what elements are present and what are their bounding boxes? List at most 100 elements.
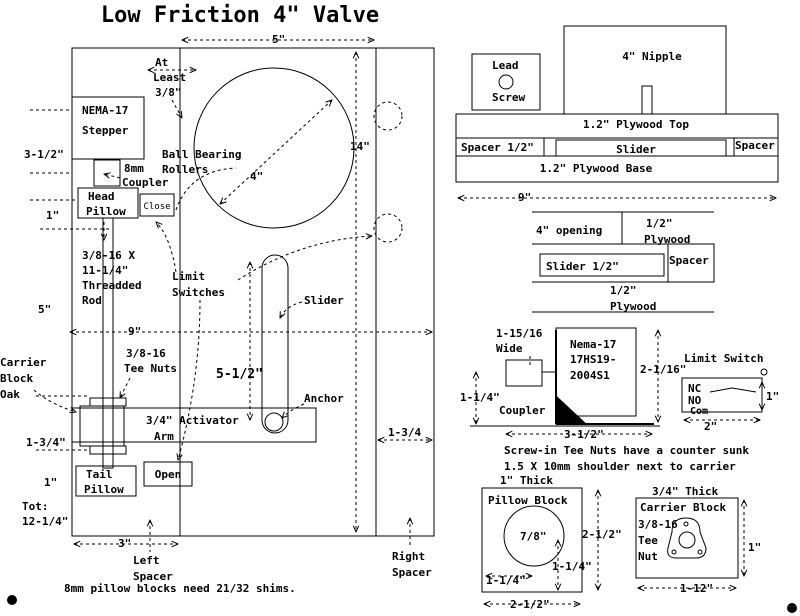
head-pillow-label: Head <box>88 190 115 203</box>
carrier-tee-nut-label-2: Tee <box>638 534 658 547</box>
corner-mark-right <box>787 603 797 613</box>
total-value: 12-1/4" <box>22 515 68 528</box>
open-switch-label: Open <box>155 468 182 481</box>
limit-leader-right <box>237 236 372 281</box>
coupler-label-2: Coupler <box>122 176 169 189</box>
slider-leader <box>280 301 303 318</box>
opening-slider <box>539 253 665 277</box>
drawing-title: Low Friction 4" Valve <box>101 3 379 28</box>
half-plywood-label: 1/2" <box>646 217 673 230</box>
motor-view: 1-15/16 Wide Nema-17 17HS19- 2004S1 2-1/… <box>460 327 686 441</box>
motor-dim-width-label: 3-1/2" <box>564 428 604 441</box>
pillow-dim-1-1-4-v-label: 1-1/4" <box>552 560 592 573</box>
coupler-label: 8mm <box>124 162 144 175</box>
limit-dim-2-label: 2" <box>704 420 717 433</box>
half-plywood-bottom-label-2: Plywood <box>610 300 656 313</box>
pillow-thick-label: 1" Thick <box>500 474 553 487</box>
dim-3-label: 3" <box>118 537 131 550</box>
rod-label: 3/8-16 X <box>82 249 135 262</box>
carrier-block-label: Carrier <box>0 356 47 369</box>
limit-nc-label: NC <box>688 382 701 395</box>
carrier-tee-nut-label-3: Nut <box>638 550 658 563</box>
at-least-label: At <box>155 56 168 69</box>
spacer-right-label: Spacer <box>735 139 775 152</box>
lead-screw-box <box>471 53 541 111</box>
pillow-dim-height-label: 2-1/2" <box>582 528 622 541</box>
tee-nuts-leader <box>120 377 131 398</box>
dim-9-label: 9" <box>128 325 141 338</box>
total-label: Tot: <box>22 500 49 513</box>
tail-pillow-label: Tail <box>86 468 113 481</box>
anchor-leader <box>282 403 305 418</box>
carrier-leader <box>33 389 76 412</box>
tee-nuts-label: 3/8-16 <box>126 347 166 360</box>
opening-slider-label: Slider 1/2" <box>546 260 619 273</box>
dim-5-1-2-label: 5-1/2" <box>216 367 263 382</box>
tail-dim-label: 1" <box>44 476 57 489</box>
tee-nut-bottom <box>89 445 127 455</box>
motor-wide-label-2: Wide <box>496 342 523 355</box>
close-switch <box>139 193 175 217</box>
dim-1-3-4-left-label: 1-3/4" <box>26 436 66 449</box>
limit-leader-up <box>156 222 177 273</box>
lead-screw-circle <box>498 74 514 90</box>
tee-nut-bore <box>678 531 696 549</box>
motor-dim-height-label: 2-1/16" <box>640 363 686 376</box>
pillow-bore-label: 7/8" <box>520 530 547 543</box>
tee-nut-note-2: 1.5 X 10mm shoulder next to carrier <box>504 460 736 473</box>
limit-switches-label: Limit <box>172 270 205 283</box>
opening-label: 4" opening <box>536 224 602 237</box>
roller-leader <box>175 167 237 211</box>
at-least-label-2: Least <box>153 71 186 84</box>
opening-view: 4" opening 1/2" Plywood Slider 1/2" Spac… <box>532 211 715 313</box>
tee-nuts-label-2: Tee Nuts <box>124 362 177 375</box>
tail-pillow-label-2: Pillow <box>84 483 124 496</box>
plywood-top <box>455 113 779 139</box>
rod-label-3: Threadded <box>82 279 142 292</box>
pillow-dim-1-1-4-label: 1-1/4" <box>486 574 526 587</box>
stepper-dim-label: 3-1/2" <box>24 148 64 161</box>
pillow-bore <box>503 505 565 567</box>
dim-1-3-4-right-label: 1-3/4 <box>388 426 421 439</box>
motor-dim-1-1-4-label: 1-1/4" <box>460 391 500 404</box>
front-view: 5" At Least 3/8" NEMA-17 Stepper 3-1/2" … <box>0 33 435 595</box>
carrier-block-label-2: Block <box>0 372 33 385</box>
carrier-block <box>79 405 125 447</box>
pillow-block-outline <box>481 487 583 593</box>
left-spacer-label-2: Spacer <box>133 570 173 583</box>
motor-label: Nema-17 <box>570 338 616 351</box>
side-dim-9-label: 9" <box>518 191 531 204</box>
anchor-label: Anchor <box>304 392 344 405</box>
left-spacer-label: Left <box>133 554 160 567</box>
tee-nut-prong-3 <box>697 549 703 555</box>
valve-frame <box>71 47 435 537</box>
right-spacer-label: Right <box>392 550 425 563</box>
rollers-label-2: Rollers <box>162 163 208 176</box>
motor-coupler-label: Coupler <box>499 404 546 417</box>
half-plywood-bottom-label: 1/2" <box>610 284 637 297</box>
rod-label-2: 11-1/4" <box>82 264 128 277</box>
limit-switch-view: Limit Switch NC NO Com 1" 2" <box>681 352 779 433</box>
activator-arm <box>71 407 317 443</box>
carrier-dim-width-label: 1-12" <box>680 582 713 595</box>
slider-bar-label: Slider <box>616 143 656 156</box>
at-least-label-3: 3/8" <box>155 86 182 99</box>
motor-label-2: 17HS19- <box>570 353 616 366</box>
corner-mark-left <box>7 595 17 605</box>
coupler-leader <box>104 174 121 178</box>
pillow-block-title: Pillow Block <box>488 494 568 507</box>
nipple-box <box>563 25 727 115</box>
motor-bracket-gusset <box>555 394 588 425</box>
slider-slot <box>261 254 289 434</box>
carrier-block-title: Carrier Block <box>640 501 726 514</box>
dim-top-width-label: 5" <box>272 33 285 46</box>
limit-lever <box>709 387 757 393</box>
pillow-dim-width-label: 2-1/2" <box>510 598 550 611</box>
dim-5-label: 5" <box>38 303 51 316</box>
circle-dim-label: 4" <box>250 170 263 183</box>
opening-spacer-label: Spacer <box>669 254 709 267</box>
spacer-half-label: Spacer 1/2" <box>461 141 534 154</box>
slider-label: Slider <box>304 294 344 307</box>
tee-nut-flange <box>667 517 707 559</box>
